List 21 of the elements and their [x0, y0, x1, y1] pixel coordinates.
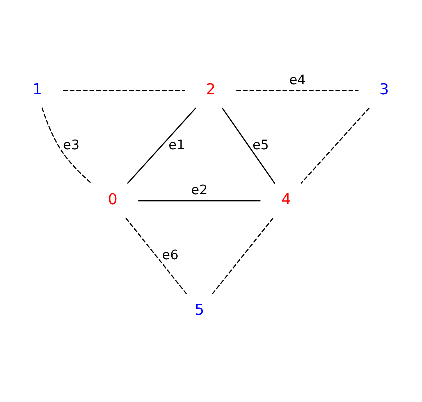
connector — [63, 90, 186, 92]
edge-label: e2 — [191, 184, 208, 199]
connector — [300, 108, 370, 184]
connector — [127, 108, 197, 184]
node-text: 2 — [206, 80, 216, 98]
connector — [138, 200, 261, 202]
connector — [222, 108, 276, 184]
connector — [212, 218, 274, 294]
node-text: 3 — [380, 80, 390, 98]
edge-label: e3 — [63, 138, 80, 154]
node-text: 0 — [108, 190, 118, 209]
node-text: 4 — [282, 190, 292, 209]
edge-label: e6 — [162, 248, 179, 264]
connector — [236, 90, 359, 92]
connector — [42, 108, 92, 184]
edge-label: e1 — [168, 138, 186, 154]
node-text: 5 — [194, 300, 204, 319]
connector — [126, 218, 188, 294]
edge-label: e5 — [252, 138, 270, 154]
node-text: 1 — [32, 80, 42, 98]
edge-label: e4 — [289, 73, 306, 88]
